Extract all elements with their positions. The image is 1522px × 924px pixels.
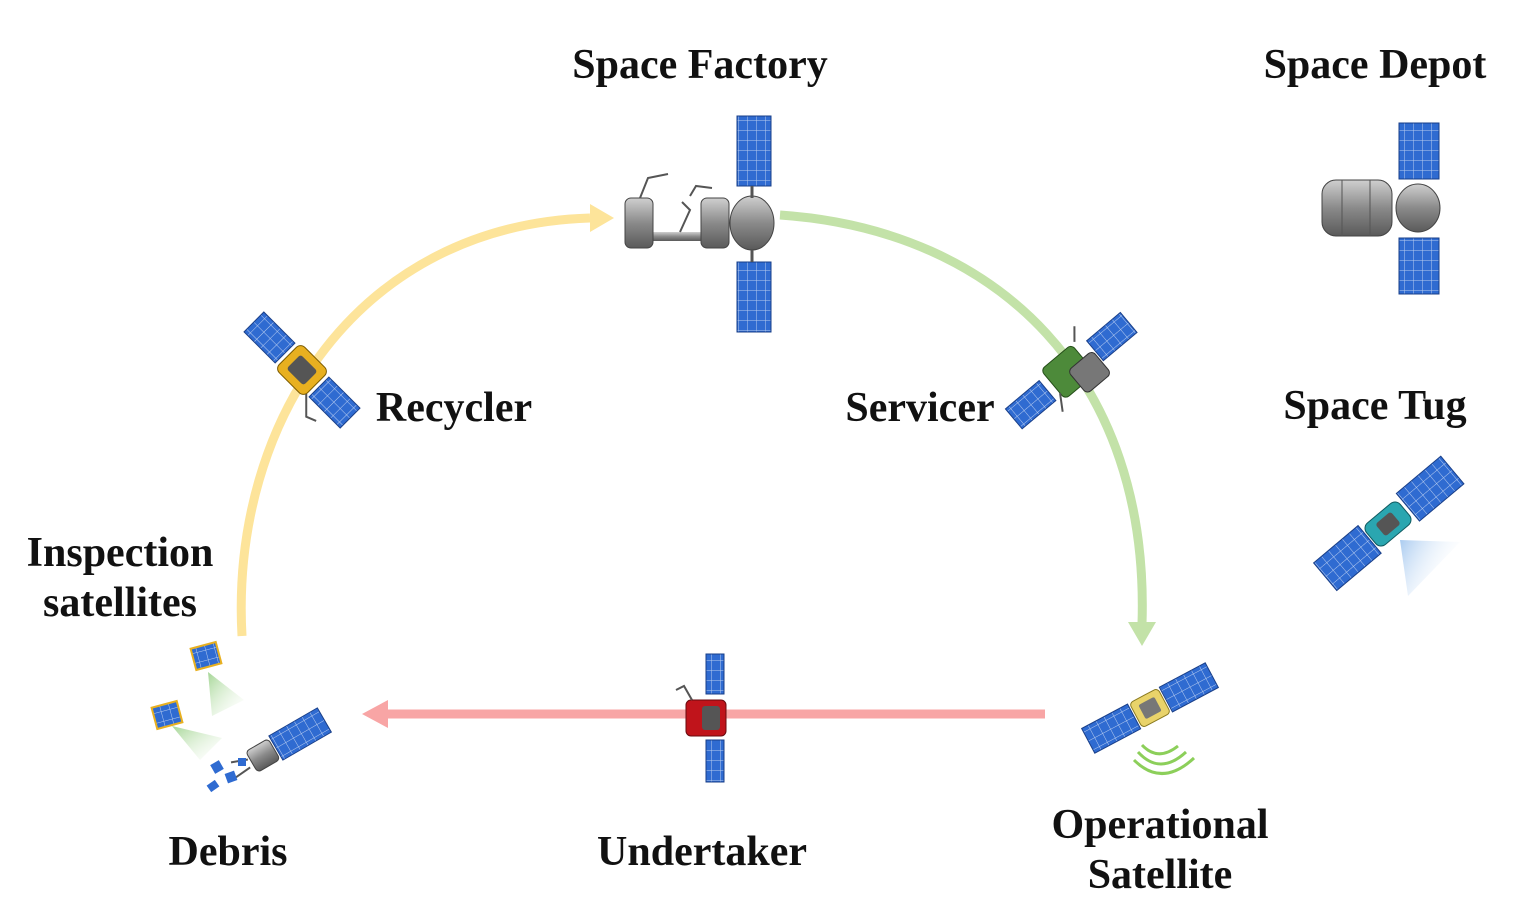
space-tug-icon [1312,455,1465,596]
recycle-arrow [236,204,614,637]
space-tug-label: Space Tug [1283,383,1467,429]
operational-label-line2: Satellite [1087,852,1233,899]
inspection-label-line1: Inspection [26,530,214,576]
undertaker-icon [675,653,727,783]
recycler-label: Recycler [375,385,533,431]
operational-satellite-icon [1080,662,1220,775]
debris-icon [206,707,333,793]
undertaker-label: Undertaker [597,829,807,875]
servicer-label: Servicer [845,385,995,431]
inspection-label-line2: satellites [43,580,197,627]
inspection-satellite-icon [150,640,244,760]
debris-label: Debris [168,829,288,875]
operational-satellite-label: Operational Satellite [1036,800,1284,901]
space-factory-label: Space Factory [572,42,828,88]
space-factory-icon [624,115,775,333]
space-depot-icon [1321,122,1441,295]
operational-label-line1: Operational [1051,802,1269,848]
recycler-icon [243,311,361,429]
service-arrow [779,210,1156,646]
servicer-icon [1004,311,1138,430]
inspection-satellites-label: Inspection satellites [12,528,228,629]
space-depot-label: Space Depot [1263,42,1487,88]
